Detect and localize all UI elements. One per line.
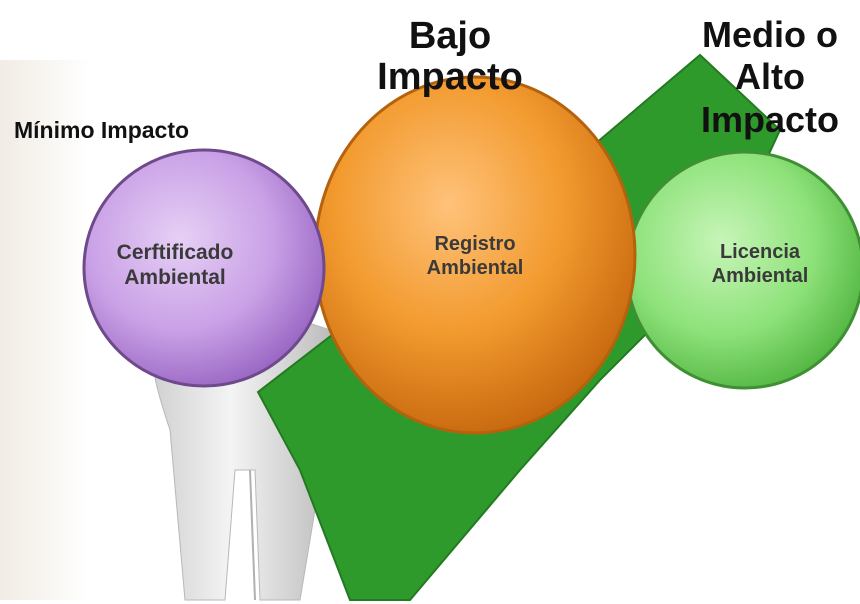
certificado-line-1: Cerftificado bbox=[116, 241, 234, 264]
label-bajo-line-2: Impacto bbox=[377, 56, 523, 99]
label-alto-line-3: Impacto bbox=[700, 98, 840, 140]
registro-line-2: Ambiental bbox=[426, 257, 524, 279]
licencia-line-2: Ambiental bbox=[711, 265, 809, 287]
label-bajo-line-1: Bajo bbox=[408, 15, 492, 57]
certificado-line-2: Ambiental bbox=[124, 266, 226, 290]
registro-line-1: Registro bbox=[434, 233, 516, 255]
registro-ambiental-text: Registro Ambiental bbox=[385, 232, 565, 280]
licencia-line-1: Licencia bbox=[719, 241, 801, 263]
label-medio-alto-impacto: Medio o Alto Impacto bbox=[680, 14, 860, 141]
label-bajo-impacto: Bajo Impacto bbox=[360, 15, 540, 99]
label-alto-line-2: Alto bbox=[735, 56, 805, 98]
certificado-circle bbox=[82, 148, 326, 388]
label-minimo-text: Mínimo Impacto bbox=[14, 117, 190, 143]
background-wash bbox=[0, 60, 90, 600]
label-alto-line-1: Medio o bbox=[702, 14, 838, 55]
label-minimo-impacto: Mínimo Impacto bbox=[14, 117, 190, 144]
certificado-ambiental-text: Cerftificado Ambiental bbox=[100, 240, 250, 290]
licencia-ambiental-text: Licencia Ambiental bbox=[680, 240, 840, 288]
